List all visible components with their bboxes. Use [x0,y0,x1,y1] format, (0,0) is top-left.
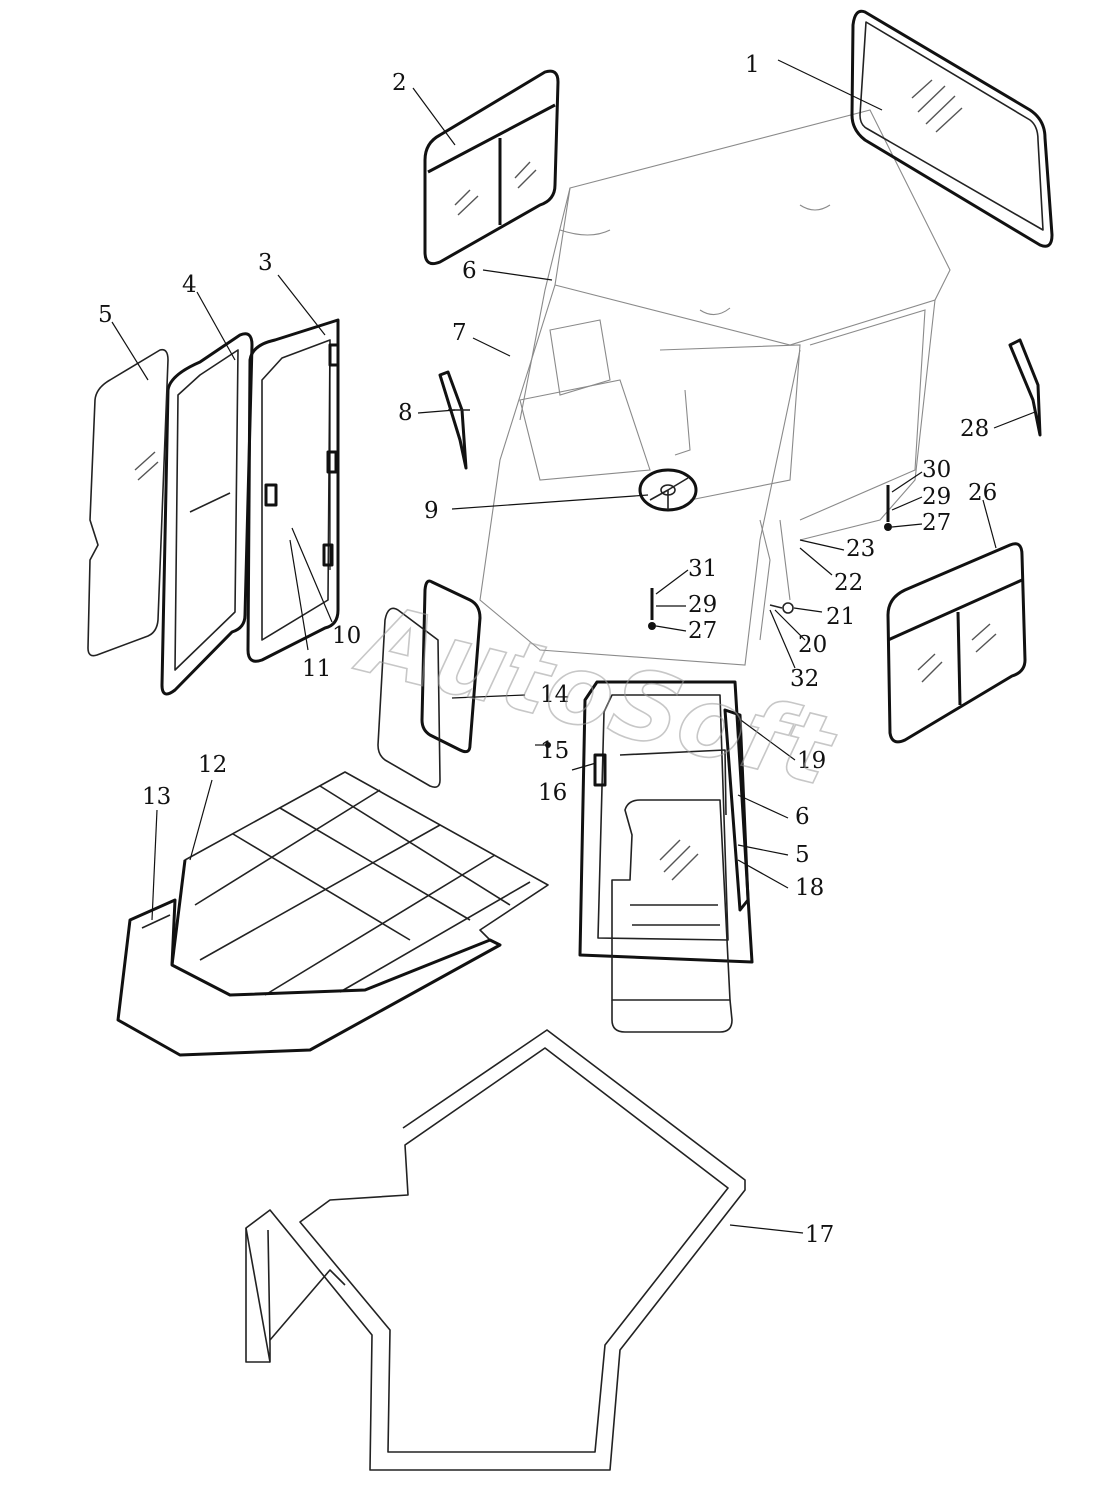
callout-27-right: 27 [922,510,951,536]
callout-10: 10 [332,623,361,649]
part-14-side-glass [377,579,482,788]
part-2-upper-window [423,69,560,266]
callout-15: 15 [540,738,569,764]
callout-21: 21 [826,604,855,630]
callout-17: 17 [805,1222,834,1248]
callout-26: 26 [968,480,997,506]
callout-20: 20 [798,632,827,658]
callout-13: 13 [142,784,171,810]
leader-lines [111,59,1036,1234]
callout-5-glass: 5 [98,302,113,328]
callout-12: 12 [198,752,227,778]
callout-29-left: 29 [688,592,717,618]
callout-labels: 1 2 3 4 5 6 7 8 9 10 11 12 13 14 15 16 1… [98,52,997,1248]
callout-2: 2 [392,70,407,96]
callout-23: 23 [846,536,875,562]
part-26-rear-window [886,542,1027,744]
part-5-door-glass [87,348,169,657]
callout-9: 9 [424,498,439,524]
part-4-door-seal [160,332,254,696]
callout-3: 3 [258,250,273,276]
callout-14: 14 [540,682,569,708]
callout-1: 1 [745,52,760,78]
callout-22: 22 [834,570,863,596]
callout-4: 4 [182,272,197,298]
callout-29-right: 29 [922,484,951,510]
callout-31: 31 [688,556,717,582]
hardware-fasteners [545,485,892,748]
part-9-steering-wheel [638,468,698,512]
part-3-door-frame [246,318,340,663]
callout-7: 7 [452,320,467,346]
part-13-floor-base [116,898,502,1057]
part-17-floor-seal [245,1029,746,1471]
callout-11: 11 [302,656,331,682]
callout-27-left: 27 [688,618,717,644]
callout-8: 8 [398,400,413,426]
callout-19: 19 [797,748,826,774]
part-12-floor-mat [170,771,549,996]
cab-frame [479,109,951,666]
callout-16: 16 [538,780,567,806]
callout-32: 32 [790,666,819,692]
part-1-windshield-glass [850,9,1054,248]
callout-5-door: 5 [795,842,810,868]
callout-6-door: 6 [795,804,810,830]
callout-28: 28 [960,416,989,442]
part-28-mirror-right [1008,338,1042,437]
door-assembly [578,680,754,1033]
callout-30: 30 [922,457,951,483]
callout-6-cab: 6 [462,258,477,284]
callout-18: 18 [795,875,824,901]
part-8-mirror-left [438,370,470,470]
